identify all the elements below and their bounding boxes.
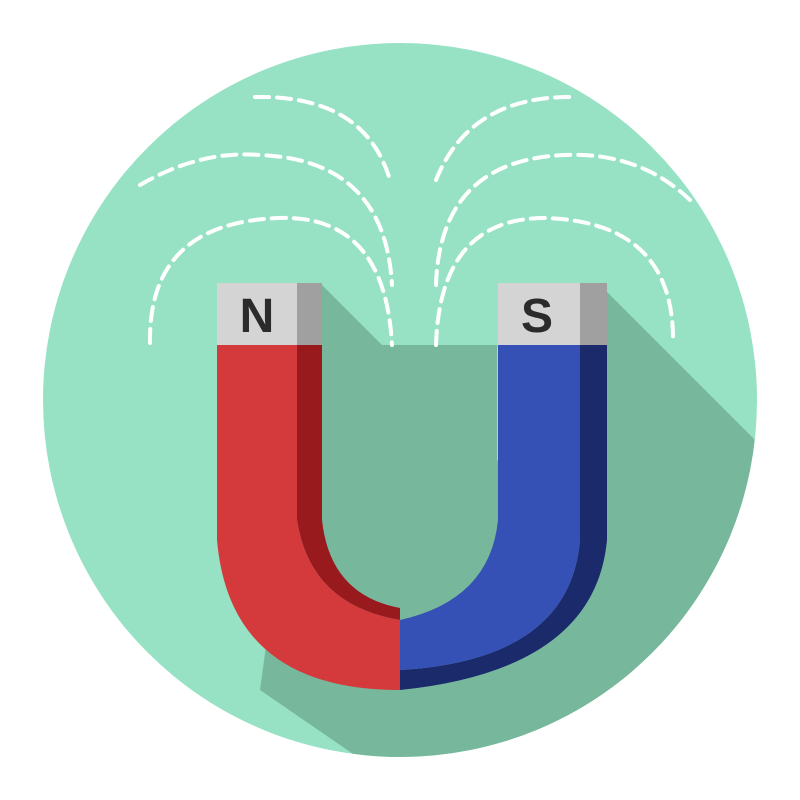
south-pole-cap xyxy=(498,283,580,345)
field-line-right-inner xyxy=(434,215,676,347)
north-pole-cap-side xyxy=(297,283,322,345)
field-lines xyxy=(138,94,692,347)
field-line-right-outer xyxy=(434,94,577,182)
south-pole-label: S xyxy=(521,290,553,343)
south-arm-side xyxy=(400,345,607,690)
north-pole-cap xyxy=(217,283,297,345)
field-line-right-middle xyxy=(434,152,692,287)
magnet-body: N S xyxy=(217,283,607,690)
field-line-left-outer xyxy=(253,94,392,182)
field-line-left-middle xyxy=(138,152,394,287)
south-pole-cap-side xyxy=(580,283,607,345)
north-arm-side xyxy=(297,345,400,620)
field-line-left-inner xyxy=(147,215,394,347)
south-arm-face xyxy=(400,345,580,670)
north-arm-face xyxy=(217,345,400,690)
north-pole-label: N xyxy=(240,290,275,343)
